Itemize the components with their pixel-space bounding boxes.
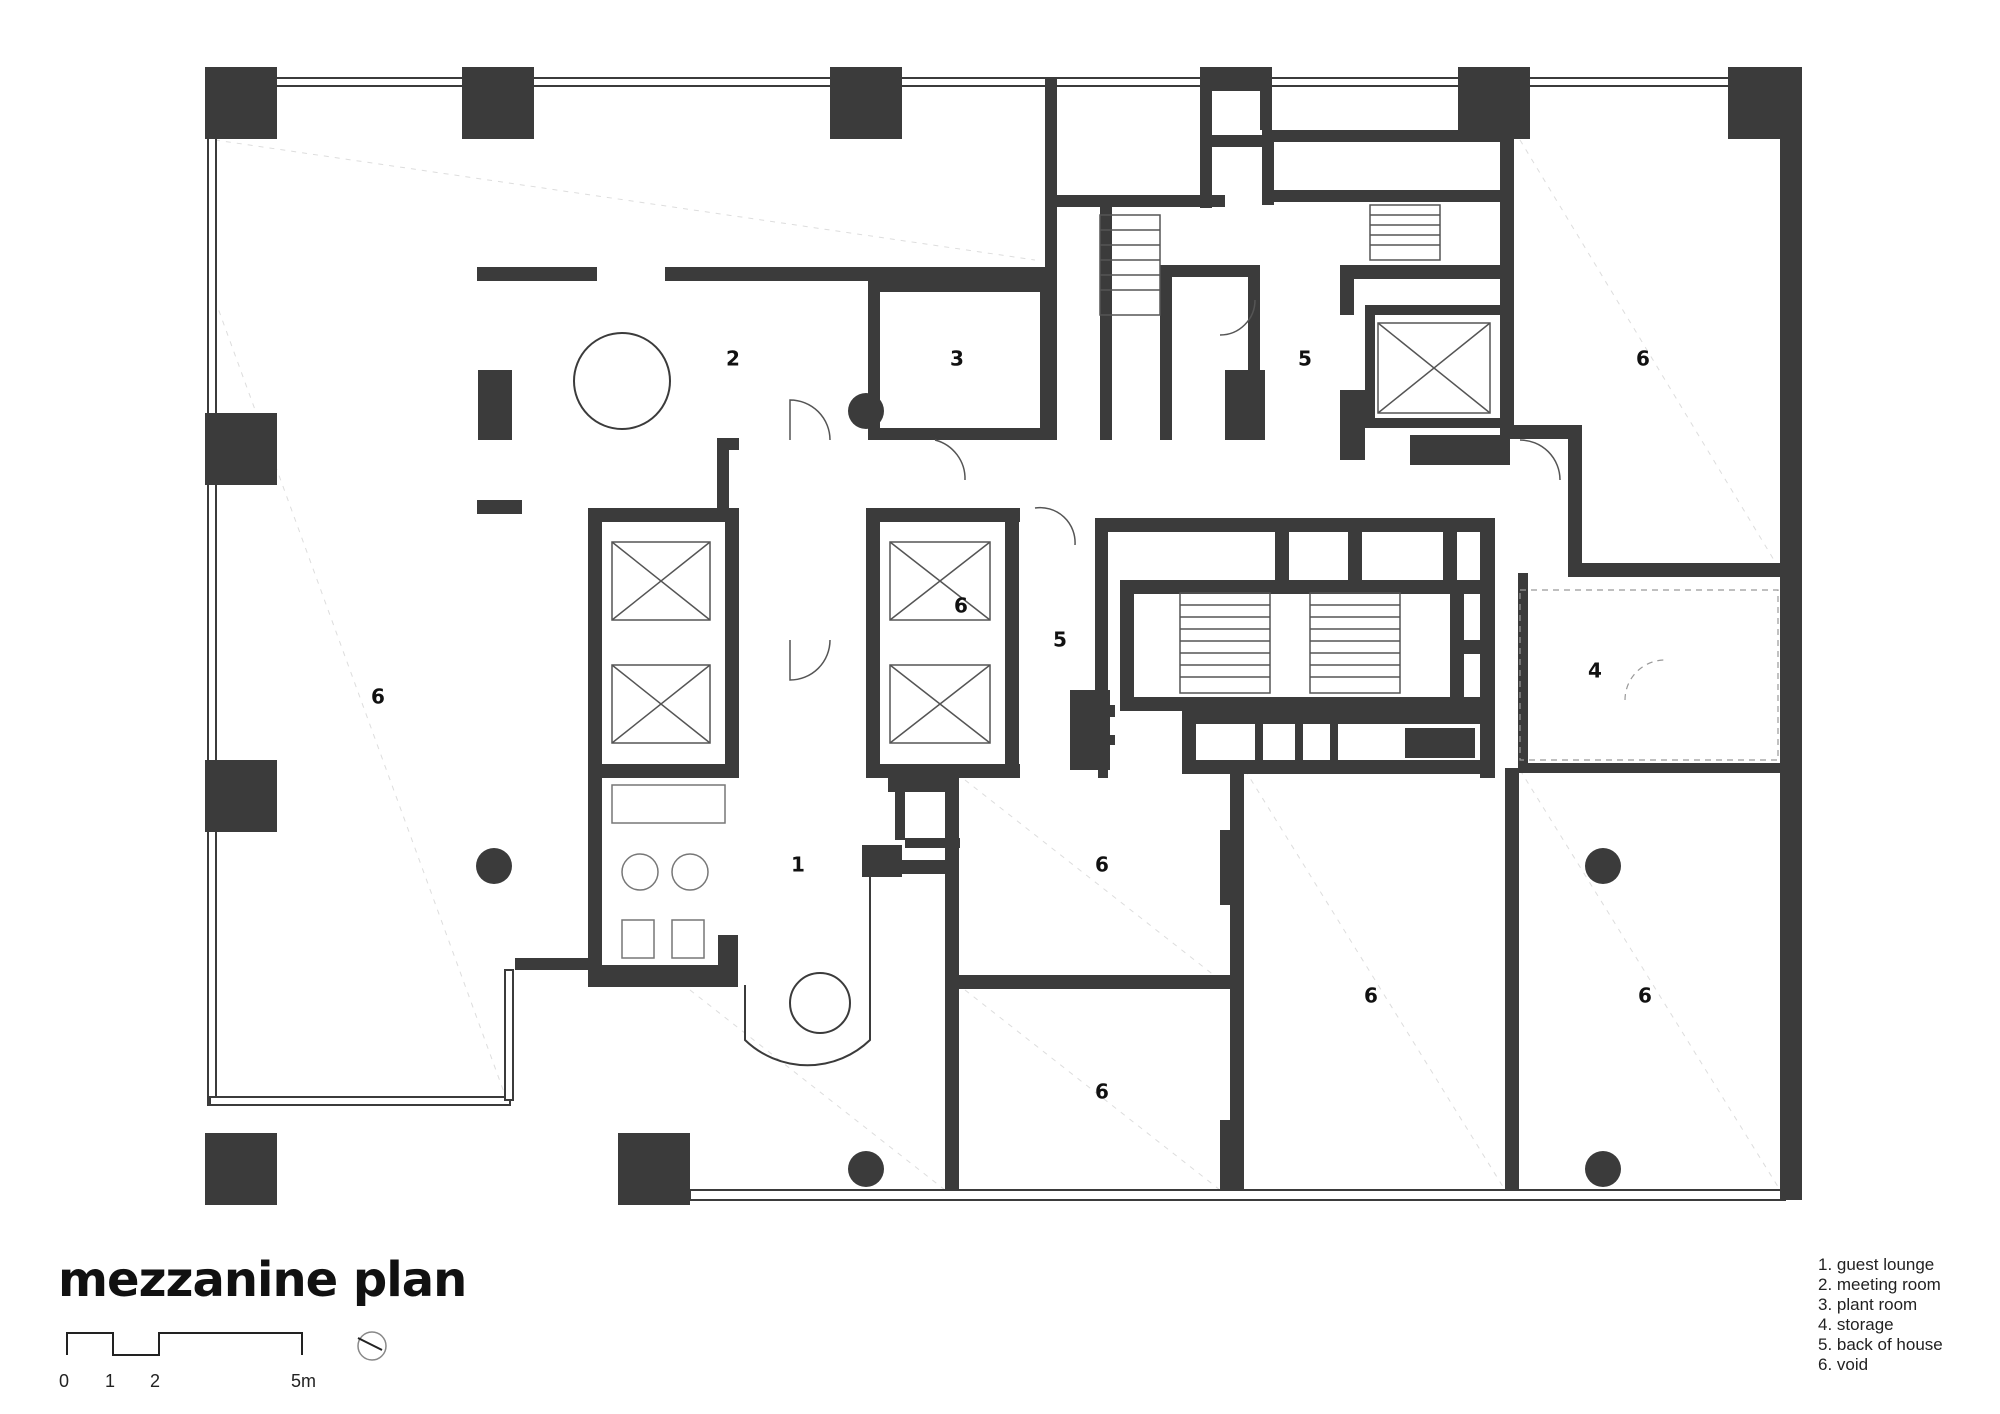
core-walls (477, 130, 1782, 1190)
curtain-wall (207, 77, 1786, 1201)
legend-item: 6. void (1818, 1355, 1869, 1374)
room-label-5-lower: 5 (1053, 628, 1067, 652)
north-arrow-icon (357, 1331, 387, 1361)
furniture (573, 332, 871, 1067)
scale-bar: 0 1 2 5m (59, 1332, 316, 1391)
page-title: mezzanine plan (58, 1252, 467, 1308)
room-label-6-lower: 6 (1095, 1080, 1109, 1104)
room-label-4: 4 (1588, 659, 1602, 683)
room-labels: 1 2 3 4 5 5 6 6 6 6 6 6 6 (371, 347, 1652, 1104)
room-label-3: 3 (950, 347, 964, 371)
room-label-2: 2 (726, 347, 740, 371)
scale-label-1: 1 (105, 1371, 115, 1391)
columns (205, 67, 1800, 1205)
legend-item: 2. meeting room (1818, 1275, 1941, 1294)
room-legend: 1. guest lounge 2. meeting room 3. plant… (1818, 1255, 1943, 1375)
room-label-6-right: 6 (1638, 984, 1652, 1008)
legend-item: 3. plant room (1818, 1295, 1918, 1314)
room-label-6-topright: 6 (1636, 347, 1650, 371)
scale-label-0: 0 (59, 1371, 69, 1391)
void-guides (214, 139, 1781, 1191)
room-label-5-top: 5 (1298, 347, 1312, 371)
room-label-6-centre: 6 (1364, 984, 1378, 1008)
legend-item: 5. back of house (1818, 1335, 1943, 1354)
room-label-6-core: 6 (954, 594, 968, 618)
room-label-1: 1 (791, 853, 805, 877)
outer-walls (1045, 67, 1802, 1200)
room-label-6-mid: 6 (1095, 853, 1109, 877)
storage-outline (1519, 589, 1779, 761)
scale-label-5m: 5m (291, 1371, 316, 1391)
door-swings (789, 299, 1561, 681)
scale-label-2: 2 (150, 1371, 160, 1391)
lift-cars (611, 322, 1491, 744)
legend-item: 1. guest lounge (1818, 1255, 1935, 1274)
legend-item: 4. storage (1818, 1315, 1894, 1334)
stairs (1099, 204, 1441, 694)
room-label-6-left: 6 (371, 685, 385, 709)
